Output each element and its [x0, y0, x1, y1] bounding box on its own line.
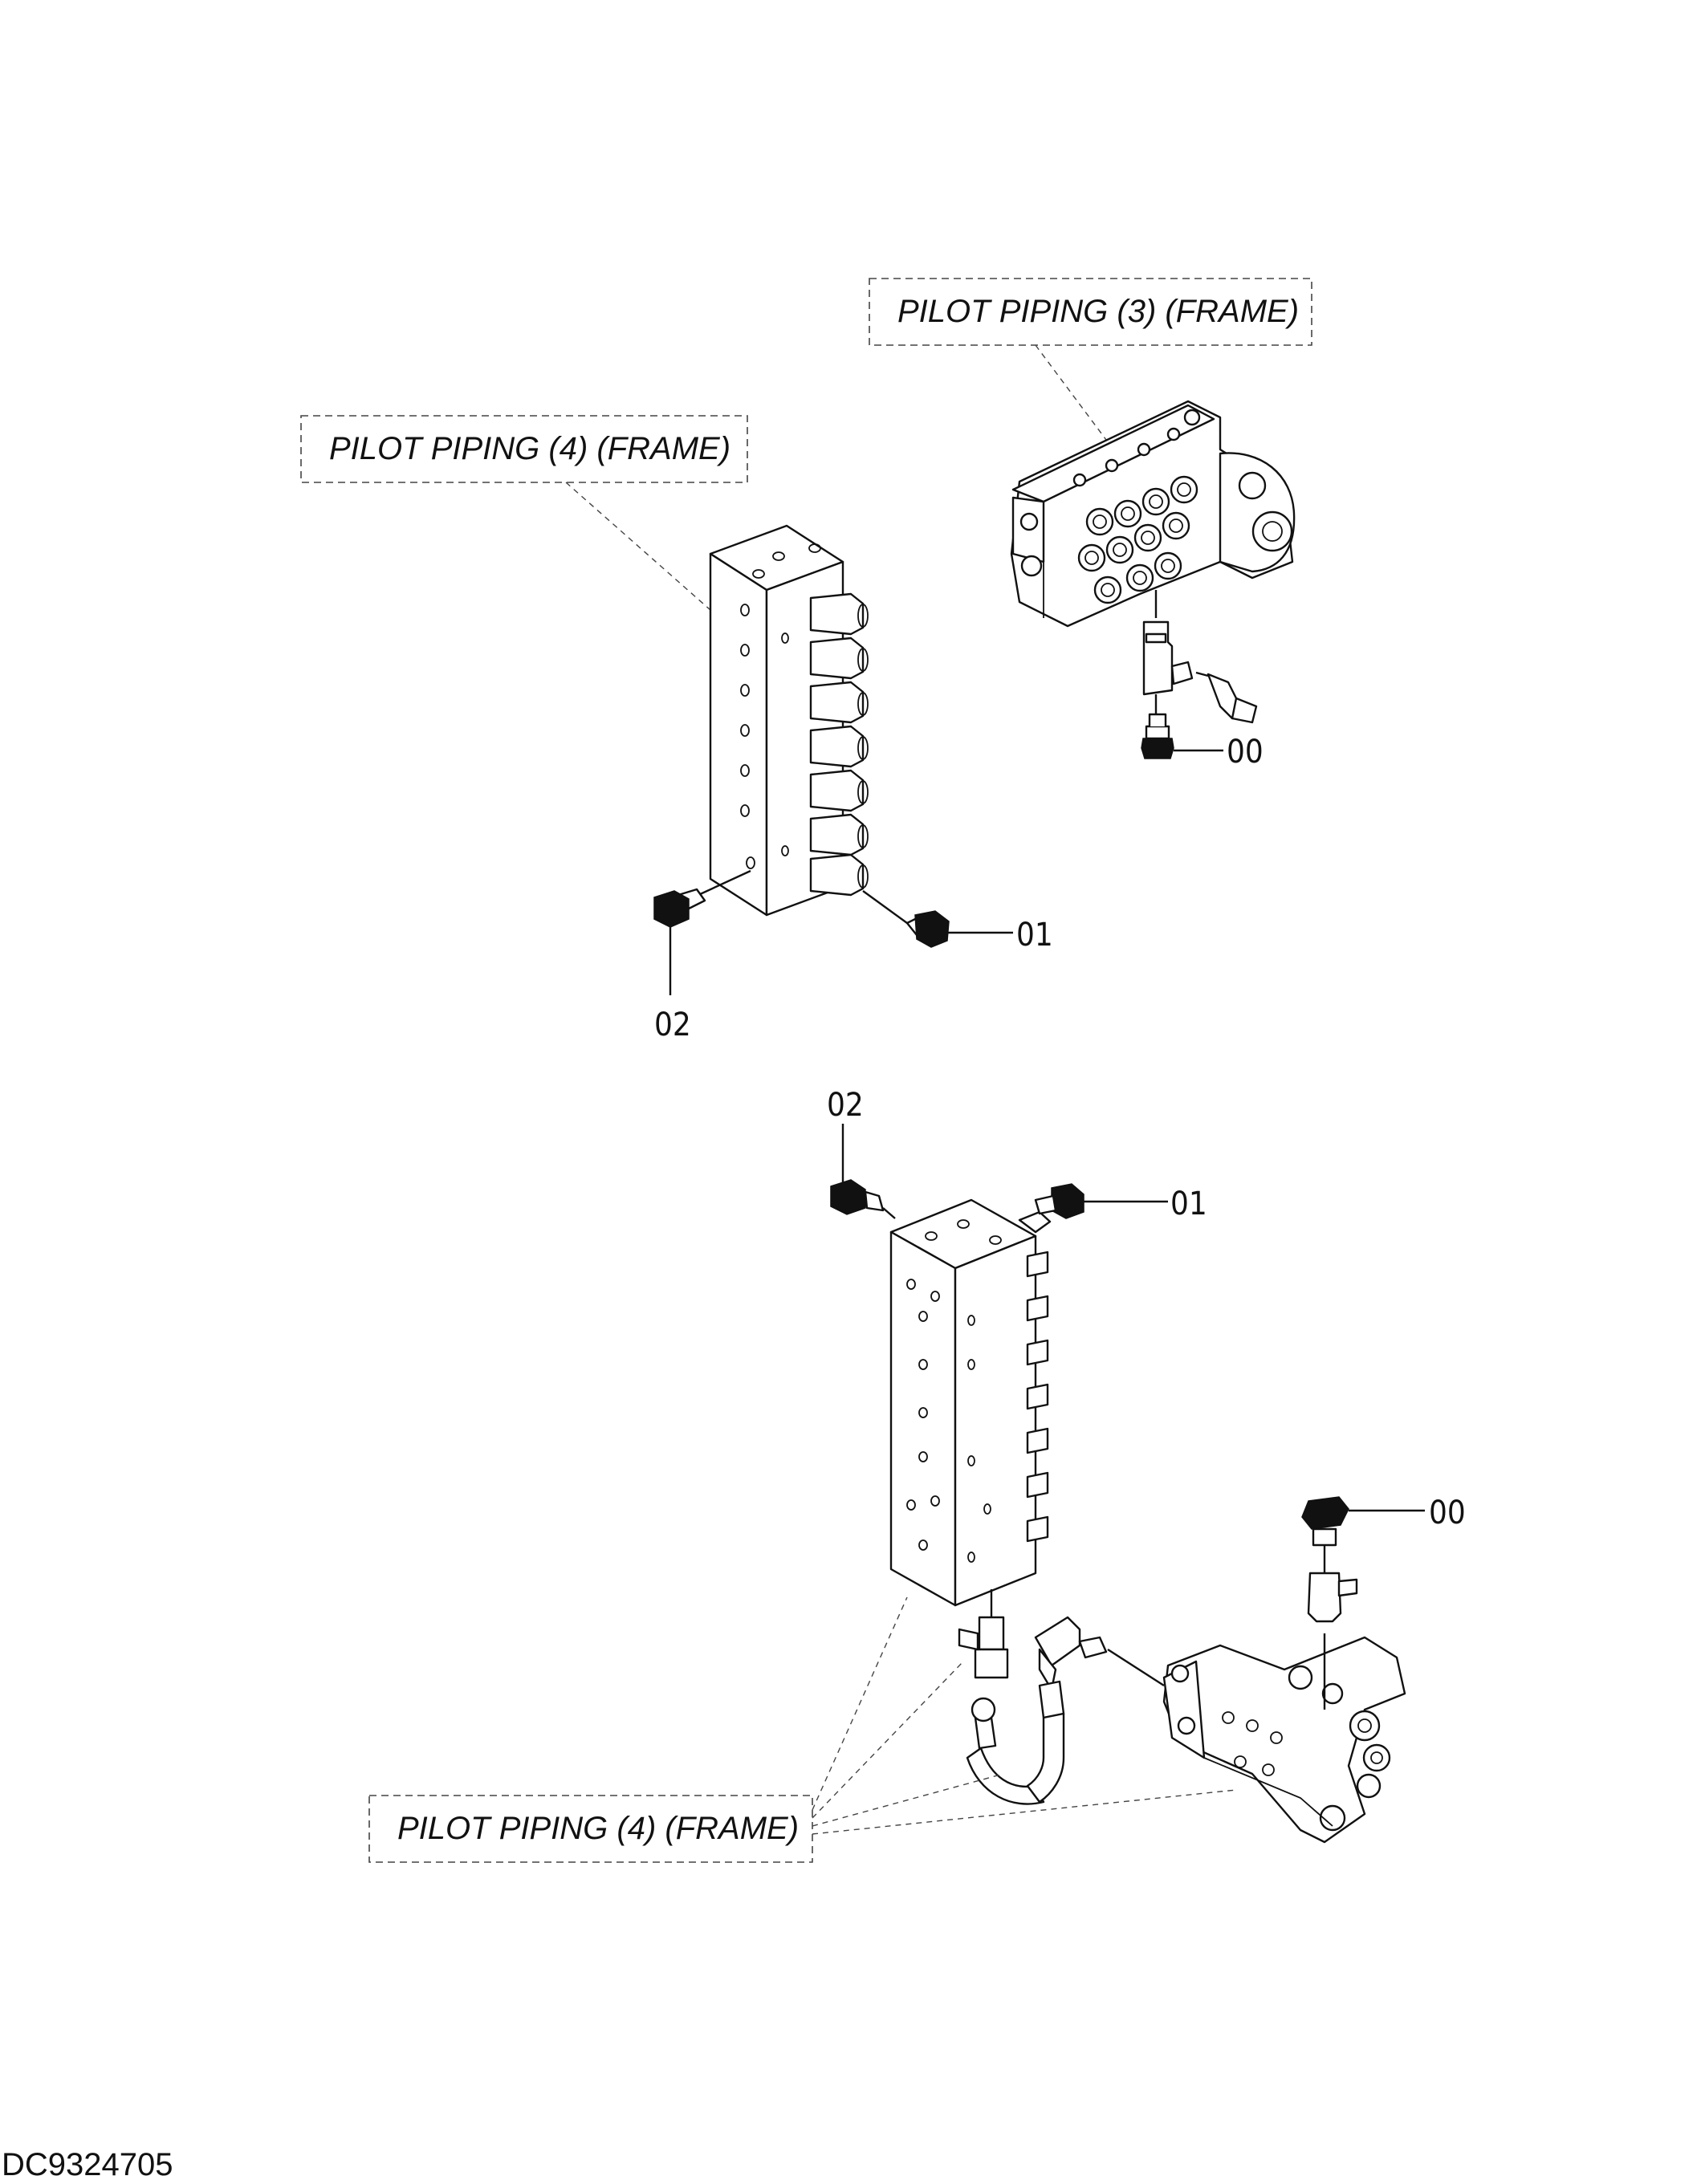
- pilot-valve-body-bottom: [1162, 1633, 1406, 1844]
- leader-pilot-piping-4-top: [565, 482, 711, 611]
- manifold-stubs-bottom: [1026, 1251, 1049, 1543]
- callout-01-top: 01: [1016, 917, 1053, 954]
- callout-00-bottom: 00: [1429, 1495, 1466, 1531]
- fittings-bottom: [958, 1616, 1165, 1805]
- callout-02-bottom: 02: [827, 1087, 864, 1124]
- bolt-00-top: [1141, 713, 1223, 759]
- manifold-fittings-top: [809, 592, 869, 897]
- valve-stubs-top: [1077, 475, 1198, 604]
- label-box-pilot-piping-4-bottom: [368, 1795, 813, 1863]
- plug-02-top: [653, 869, 751, 995]
- pilot-piping-4-top-group: PILOT PIPING (4) (FRAME): [300, 415, 1053, 1043]
- manifold-block-top: [709, 524, 869, 917]
- label-box-pilot-piping-3: [869, 278, 1312, 346]
- label-pilot-piping-3: PILOT PIPING (3) (FRAME): [897, 294, 1299, 329]
- plug-01-top: [862, 890, 1013, 948]
- callout-00-top-right: 00: [1227, 734, 1264, 771]
- label-box-pilot-piping-4-top: [300, 415, 748, 483]
- leaders-pilot-piping-4-bottom: [812, 1596, 1237, 1835]
- callout-01-bottom: 01: [1170, 1186, 1207, 1222]
- document-number: DC9324705: [2, 2147, 173, 2182]
- plug-02-bottom: [830, 1124, 896, 1219]
- label-pilot-piping-4-top: PILOT PIPING (4) (FRAME): [329, 431, 730, 466]
- pilot-piping-3-group: PILOT PIPING (3) (FRAME): [869, 278, 1312, 771]
- pilot-valve-assembly-top: [1010, 400, 1296, 726]
- manifold-holes-top: [740, 604, 789, 869]
- manifold-holes-bottom: [906, 1279, 991, 1563]
- plug-01-bottom: [1018, 1183, 1168, 1234]
- label-pilot-piping-4-bottom: PILOT PIPING (4) (FRAME): [397, 1811, 799, 1846]
- bolt-00-bottom: [1301, 1496, 1425, 1623]
- callout-02-top: 02: [654, 1007, 691, 1043]
- leader-pilot-piping-3: [1035, 344, 1107, 441]
- pilot-piping-4-bottom-group: 02 01: [368, 1087, 1466, 1863]
- manifold-block-bottom: [889, 1198, 1049, 1617]
